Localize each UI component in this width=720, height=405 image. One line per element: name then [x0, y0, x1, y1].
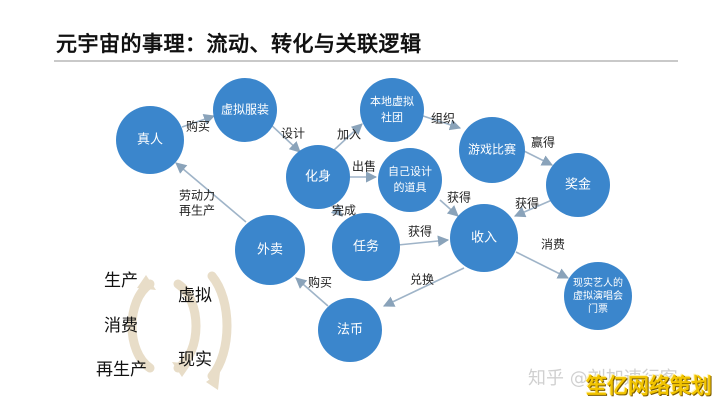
watermark: 知乎 @刘加速行客 [528, 368, 678, 389]
node-xuni-fuzhuang: 虚拟服装 [213, 78, 277, 142]
edge-label-sheji: 设计 [281, 127, 305, 141]
edge-label-jiaru: 加入 [337, 128, 361, 142]
node-label: 真人 [137, 133, 163, 148]
edge-duihuan [382, 267, 465, 307]
cycle-label-xuni: 虚拟 [178, 286, 212, 306]
edge-yingde [521, 149, 554, 166]
brand-logo-text: 笙亿网络策划 [586, 374, 712, 398]
cycle-label-shengchan: 生产 [104, 271, 138, 291]
cycle-arrow-down-icon [172, 362, 191, 377]
nodes: 真人 虚拟服装 本地虚拟 社团 化身 自己设计 的道具 游戏比赛 奖金 [116, 78, 632, 362]
node-bendi-xuni: 本地虚拟 社团 [360, 78, 424, 142]
node-renwu: 任务 [332, 213, 400, 281]
node-fabi: 法币 [318, 298, 382, 362]
edge-label-yingde: 赢得 [531, 135, 555, 150]
edge-labels: 购买 设计 加入 组织 赢得 出售 获得 获得 完成 获得 劳动力 再生产 消费… [179, 112, 565, 290]
edge-label-zuzhi: 组织 [431, 112, 455, 126]
edge-huode3 [397, 235, 450, 247]
edge-label-huode2: 获得 [515, 196, 539, 211]
node-label: 奖金 [565, 177, 591, 193]
edge-label-xiaofei: 消费 [541, 238, 565, 252]
title-divider [54, 60, 678, 62]
edge-label-goumai1: 购买 [186, 119, 210, 134]
node-jiangjin: 奖金 [546, 153, 610, 217]
node-label: 收入 [471, 231, 497, 246]
edge-label-duihuan: 兑换 [410, 273, 434, 287]
cycle-label-zaishengchan: 再生产 [96, 360, 147, 380]
node-label: 外卖 [257, 243, 283, 258]
edge-label-wancheng: 完成 [332, 203, 356, 218]
node-shouru: 收入 [450, 204, 518, 272]
node-label: 任务 [353, 239, 379, 255]
edge-goumai1 [181, 113, 216, 128]
node-waimai: 外卖 [235, 215, 305, 285]
cycle-label-xiaofei: 消费 [104, 316, 138, 336]
cycle-graphic [127, 271, 232, 381]
edge-label-chushou: 出售 [352, 159, 376, 174]
node-label-line2: 的道具 [394, 180, 427, 194]
node-ziji-sheji: 自己设计 的道具 [378, 148, 442, 212]
node-xianshi-yiren: 现实艺人的 虚拟演唱会 门票 [564, 262, 632, 330]
edge-jiaru [333, 123, 363, 151]
node-zhenren: 真人 [116, 106, 184, 174]
edge-label-goumai2: 购买 [308, 275, 332, 290]
edges [175, 113, 570, 307]
cycle-arrows [137, 275, 220, 390]
cycle-arc-right [173, 279, 201, 373]
edge-label-laodongli-1: 劳动力 [179, 189, 215, 203]
node-label: 虚拟服装 [221, 103, 269, 117]
edge-label-laodongli-2: 再生产 [179, 204, 215, 218]
cycle-label-xianshi: 现实 [178, 350, 212, 370]
edge-label-huode1: 获得 [447, 190, 471, 205]
edge-sheji [267, 121, 301, 153]
node-label-line1: 本地虚拟 [370, 94, 414, 108]
node-label-line1: 自己设计 [388, 165, 432, 178]
cycle-arc-left-2 [207, 271, 232, 381]
edge-huode2 [513, 199, 553, 218]
page-title: 元宇宙的事理：流动、转化与关联逻辑 [56, 32, 422, 56]
edge-huode1 [439, 199, 459, 217]
node-label-line2: 社团 [381, 110, 403, 124]
edge-xiaofei [515, 251, 570, 279]
edge-goumai2 [295, 277, 329, 307]
node-label: 游戏比赛 [468, 142, 516, 157]
node-youxi-bisai: 游戏比赛 [459, 117, 525, 183]
node-label: 法币 [337, 323, 363, 338]
cycle-arc-left [127, 279, 155, 373]
cycle-arrow-right-icon [206, 372, 220, 390]
edge-zuzhi [419, 114, 462, 131]
edge-label-huode3: 获得 [408, 224, 432, 239]
node-label-line3: 门票 [588, 302, 608, 315]
node-label: 化身 [305, 169, 331, 185]
node-label-line2: 虚拟演唱会 [573, 289, 623, 302]
node-huashen: 化身 [286, 145, 350, 209]
edge-laodongli [175, 162, 247, 223]
node-label-line1: 现实艺人的 [573, 276, 623, 289]
cycle-arrow-up-icon [137, 275, 156, 290]
